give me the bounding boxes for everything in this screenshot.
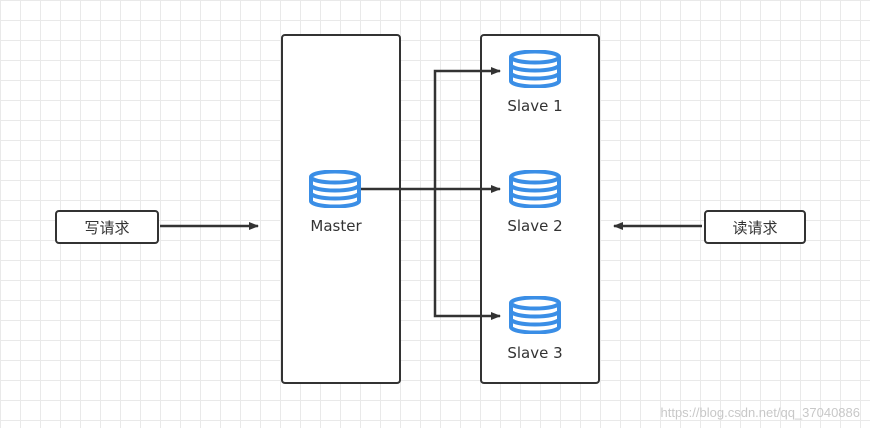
- slave1-label: Slave 1: [507, 97, 563, 115]
- master-to-slave3-arrow: [433, 189, 501, 320]
- read-request-node: 读请求: [704, 210, 806, 244]
- slave-container: [480, 34, 600, 384]
- watermark: https://blog.csdn.net/qq_37040886: [660, 405, 861, 420]
- slave3-label: Slave 3: [507, 344, 563, 362]
- master-container: [281, 34, 401, 384]
- slave2-label: Slave 2: [507, 217, 563, 235]
- write-request-node: 写请求: [55, 210, 159, 244]
- master-to-slave1-arrow: [433, 67, 501, 189]
- master-label: Master: [310, 217, 362, 235]
